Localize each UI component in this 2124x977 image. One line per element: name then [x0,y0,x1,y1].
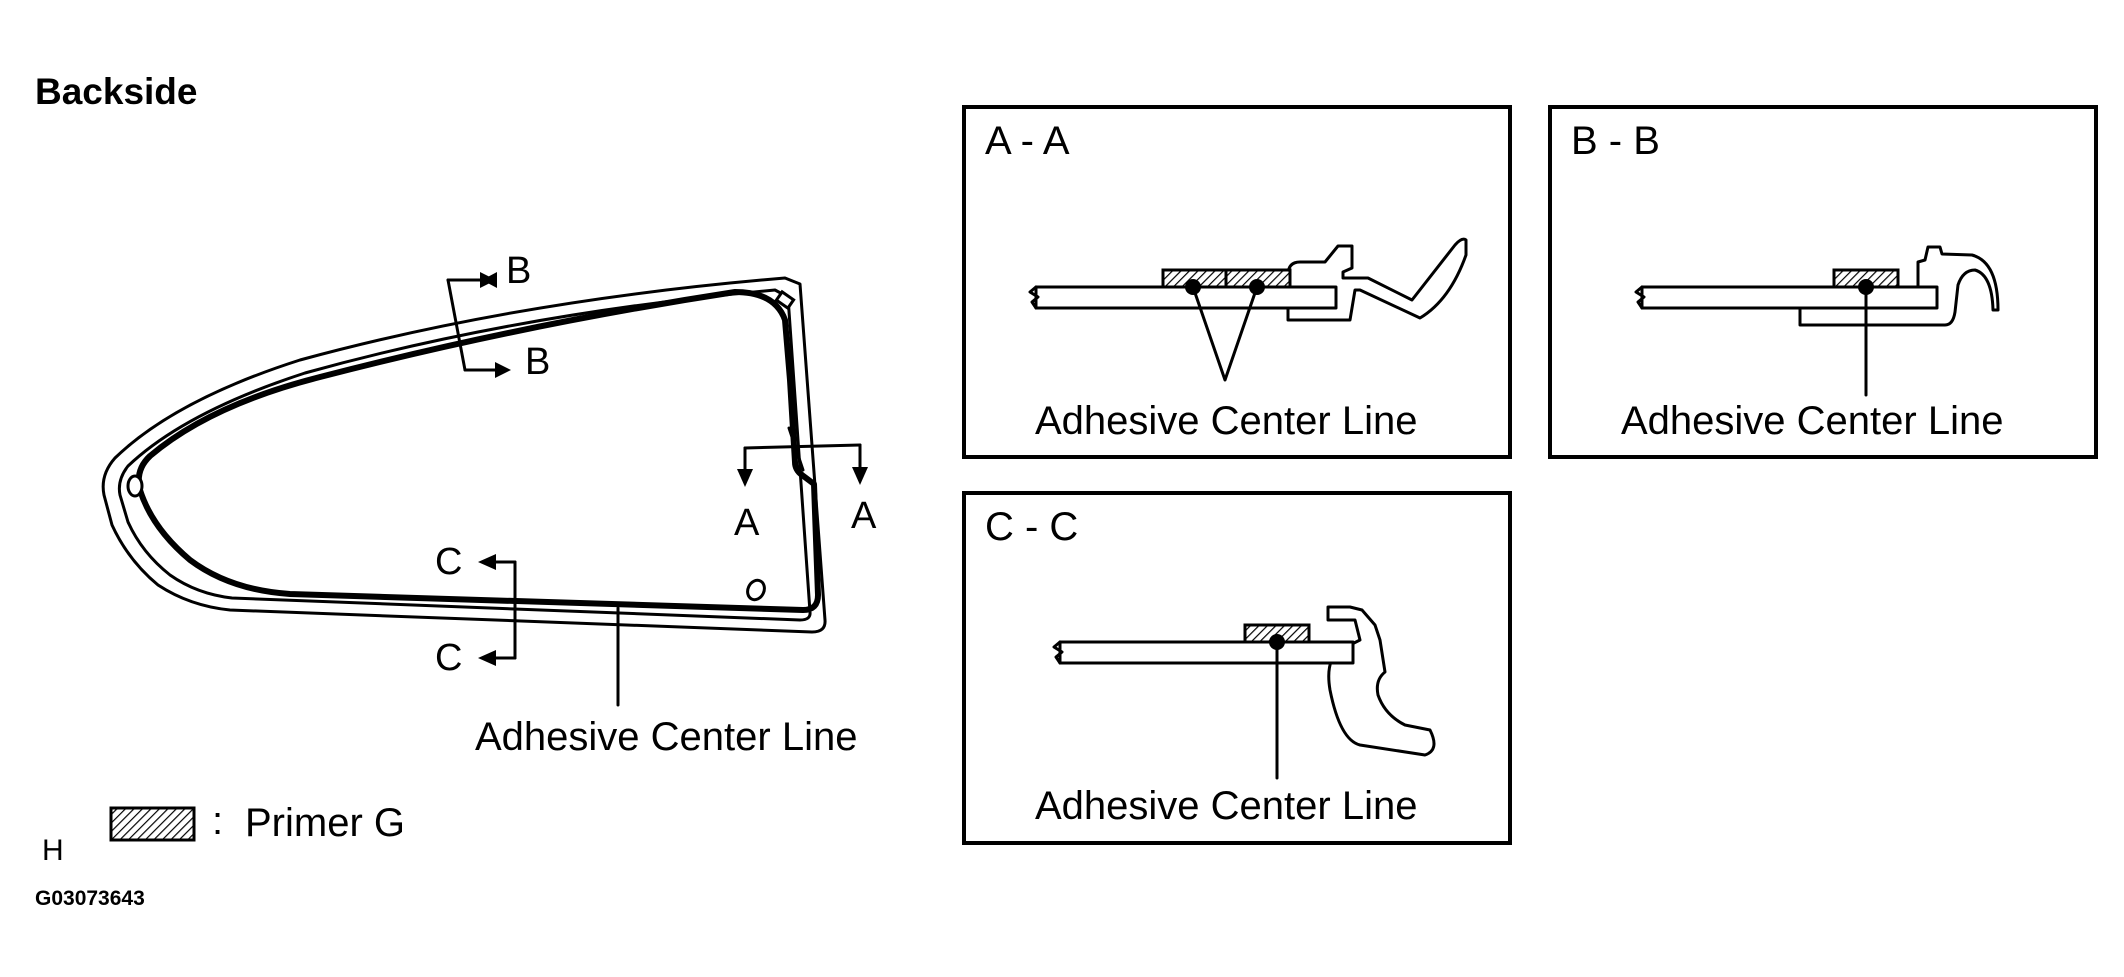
shape-detail-bar [787,426,805,472]
page-title: Backside [35,71,198,112]
figure-code: G03073643 [35,887,145,910]
cut-label-b-top: B [506,250,531,292]
section-cut-b: B B [446,250,550,383]
section-bb-title: B - B [1571,119,1660,163]
callout-main: Adhesive Center Line [475,715,857,759]
section-cc-panel: C - C Adhesive Center Line [962,491,1512,845]
cut-label-b-bottom: B [525,341,550,383]
cut-label-c-top: C [435,541,462,583]
section-aa-panel: A - A Adhesive Center Line [962,105,1512,459]
footer-letter: H [42,834,64,867]
locating-pin-left [126,474,144,498]
section-cc-callout: Adhesive Center Line [1035,784,1417,828]
cut-label-a-left: A [734,502,760,544]
glass-inner-edge [117,288,812,622]
adhesive-center-line [135,289,821,613]
legend-separator: : [212,799,223,843]
locating-pin-lower [746,578,766,602]
cc-glass [1058,640,1355,665]
section-bb-callout: Adhesive Center Line [1621,399,2003,443]
section-cc-title: C - C [985,505,1078,549]
section-aa-title: A - A [985,119,1070,163]
bb-glass [1640,285,1939,310]
cut-label-a-right: A [851,495,877,537]
cut-label-c-bottom: C [435,637,462,679]
glass-outer-edge [101,276,827,634]
section-cut-a: A A [734,443,877,544]
legend-label: Primer G [245,801,405,845]
legend: : Primer G [109,799,405,845]
aa-leader [1191,285,1259,382]
primer-swatch [109,806,196,842]
quarter-window-view: B B A A C C Adhesive Center Line [101,250,877,759]
section-bb-panel: B - B Adhesive Center Line [1548,105,2098,459]
section-cut-c: C C [435,541,517,679]
locating-pin-corner [774,289,796,311]
section-aa-callout: Adhesive Center Line [1035,399,1417,443]
